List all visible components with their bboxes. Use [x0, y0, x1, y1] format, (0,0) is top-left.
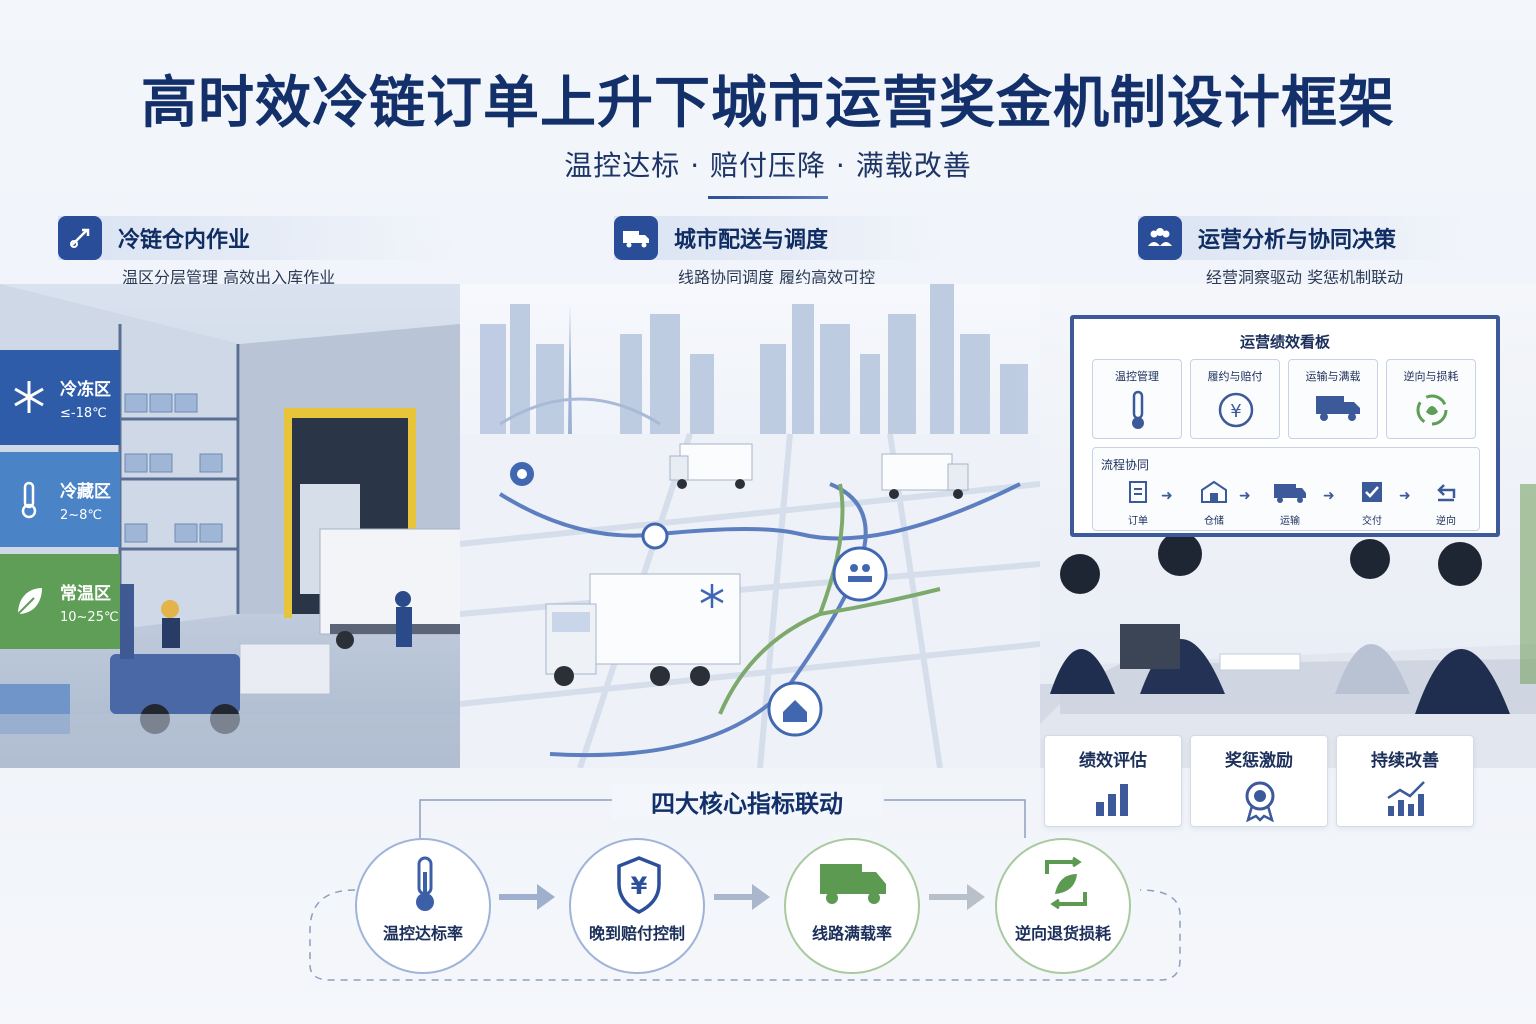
- section-header-delivery: 城市配送与调度: [614, 216, 828, 260]
- incentive-card-reward[interactable]: 奖惩激励: [1190, 735, 1328, 827]
- metric-label: 温控达标率: [382, 924, 463, 943]
- return-icon: [1437, 484, 1456, 502]
- arrow-icon: [929, 884, 985, 910]
- truck-icon: [1274, 484, 1306, 503]
- check-icon: [1362, 482, 1382, 502]
- warehouse-scene: 冷冻区 ≤-18℃ 冷藏区 2~8℃ 常温区 10~25℃: [0, 284, 460, 768]
- arrow-icon: [499, 884, 555, 910]
- dashboard-title: 运营绩效看板: [1239, 333, 1330, 351]
- bar-chart-icon: [1092, 778, 1136, 822]
- section-band: [1138, 216, 1468, 260]
- flow-label: 逆向: [1436, 516, 1456, 527]
- zone-chilled: 冷藏区 2~8℃: [0, 452, 120, 547]
- zone-name: 常温区: [60, 583, 111, 604]
- arrow-icon: ➜: [1323, 488, 1335, 504]
- flow-label: 仓储: [1204, 516, 1224, 527]
- flow-title: 流程协同: [1101, 458, 1150, 472]
- zone-temp: ≤-18℃: [60, 405, 107, 421]
- flow-step-transport[interactable]: 运输: [1265, 480, 1315, 527]
- section-subtitle: 线路协同调度 履约高效可控: [678, 268, 876, 287]
- incentive-label: 绩效评估: [1079, 751, 1147, 771]
- metric-label: 线路满载率: [811, 924, 892, 943]
- forklift-icon: [58, 216, 102, 260]
- incentive-card-improvement[interactable]: 持续改善: [1336, 735, 1474, 827]
- incentive-label: 奖惩激励: [1225, 751, 1293, 771]
- arrow-icon: [714, 884, 770, 910]
- shield-yen-icon: ¥: [611, 854, 667, 920]
- section-subtitle: 温区分层管理 高效出入库作业: [122, 268, 336, 287]
- truck-icon: [1314, 390, 1362, 426]
- dashboard-card-reverse[interactable]: 逆向与损耗: [1386, 359, 1476, 439]
- svg-text:¥: ¥: [1230, 401, 1241, 422]
- truck-icon: [614, 216, 658, 260]
- section-subtitle: 经营洞察驱动 奖惩机制联动: [1206, 268, 1404, 287]
- section-header-analysis: 运营分析与协同决策: [1138, 216, 1396, 260]
- flow-label: 运输: [1280, 516, 1300, 527]
- metric-route-load[interactable]: 线路满载率: [784, 838, 920, 974]
- flow-step-return[interactable]: 逆向: [1421, 480, 1471, 527]
- trend-up-icon: [1384, 778, 1428, 822]
- dashboard-card-transport[interactable]: 运输与满载: [1288, 359, 1378, 439]
- team-icon: [1138, 216, 1182, 260]
- process-flow: 流程协同 订单 ➜ 仓储 ➜ 运输 ➜ 交付 ➜ 逆向: [1092, 447, 1480, 531]
- thermometer-icon: [397, 854, 453, 920]
- zone-name: 冷藏区: [60, 481, 111, 502]
- warehouse-icon: [1201, 480, 1227, 503]
- card-label: 履约与赔付: [1207, 370, 1263, 383]
- metric-return-loss[interactable]: 逆向退货损耗: [995, 838, 1131, 974]
- svg-text:¥: ¥: [631, 872, 648, 900]
- truck-icon: [669, 443, 753, 489]
- card-label: 温控管理: [1115, 370, 1159, 383]
- dashboard-card-fulfillment[interactable]: 履约与赔付 ¥: [1190, 359, 1280, 439]
- recycle-icon: [1037, 854, 1095, 916]
- recycle-icon: [1412, 390, 1452, 434]
- arrow-icon: ➜: [1399, 488, 1411, 504]
- zone-temp: 10~25℃: [60, 609, 119, 625]
- flow-label: 交付: [1362, 516, 1382, 527]
- performance-dashboard: 运营绩效看板 温控管理 履约与赔付 ¥ 运输与满载 逆向与损耗 流程协同 订单 …: [1070, 315, 1500, 537]
- document-icon: [1129, 481, 1147, 503]
- arrow-icon: ➜: [1161, 488, 1173, 504]
- incentive-card-evaluation[interactable]: 绩效评估: [1044, 735, 1182, 827]
- flow-label: 订单: [1128, 516, 1148, 527]
- section-title: 运营分析与协同决策: [1198, 228, 1397, 253]
- metric-label: 晚到赔付控制: [588, 924, 685, 943]
- thermometer-icon: [1118, 390, 1158, 436]
- leaf-icon: [10, 582, 48, 624]
- metric-late-compensation[interactable]: ¥ 晚到赔付控制: [569, 838, 705, 974]
- section-title: 冷链仓内作业: [118, 228, 251, 253]
- card-label: 逆向与损耗: [1403, 370, 1459, 383]
- flow-step-delivery[interactable]: 交付: [1347, 480, 1397, 527]
- medal-icon: [1238, 778, 1282, 826]
- section-header-warehouse: 冷链仓内作业: [58, 216, 250, 260]
- zone-freezer: 冷冻区 ≤-18℃: [0, 350, 120, 445]
- metrics-title: 四大核心指标联动: [612, 784, 882, 819]
- flow-step-warehouse[interactable]: 仓储: [1189, 480, 1239, 527]
- section-band: [58, 216, 458, 260]
- truck-icon: [816, 854, 892, 914]
- arrow-icon: ➜: [1239, 488, 1251, 504]
- zone-name: 冷冻区: [60, 379, 111, 400]
- zone-temp: 2~8℃: [60, 507, 103, 523]
- page-subtitle: 温控达标 · 赔付压降 · 满载改善: [564, 149, 972, 182]
- metric-temp-compliance[interactable]: 温控达标率: [355, 838, 491, 974]
- section-title: 城市配送与调度: [674, 228, 829, 253]
- title-divider: [708, 196, 828, 199]
- flow-step-order[interactable]: 订单: [1113, 480, 1163, 527]
- yen-icon: ¥: [1216, 390, 1256, 434]
- dashboard-card-temp[interactable]: 温控管理: [1092, 359, 1182, 439]
- incentive-label: 持续改善: [1371, 751, 1439, 771]
- section-band: [614, 216, 944, 260]
- zone-ambient: 常温区 10~25℃: [0, 554, 120, 649]
- page-title: 高时效冷链订单上升下城市运营奖金机制设计框架: [141, 71, 1395, 136]
- card-label: 运输与满载: [1305, 370, 1361, 383]
- metric-label: 逆向退货损耗: [1014, 924, 1111, 943]
- city-delivery-scene: [460, 284, 1040, 768]
- thermometer-icon: [10, 480, 48, 524]
- snowflake-icon: [10, 378, 48, 420]
